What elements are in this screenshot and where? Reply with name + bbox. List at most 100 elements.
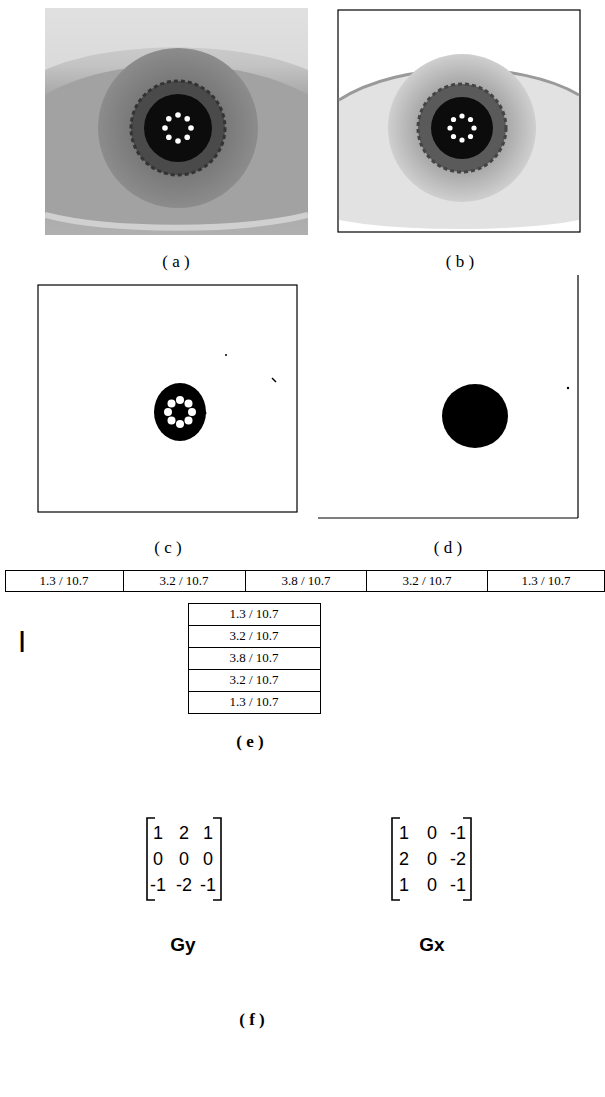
matrix-entry: 0 bbox=[203, 850, 213, 870]
dot bbox=[184, 116, 190, 122]
table-cell: 3.2 / 10.7 bbox=[229, 629, 278, 643]
matrix-entry: -1 bbox=[450, 876, 466, 896]
cell-divider bbox=[189, 647, 321, 648]
dot bbox=[175, 138, 181, 144]
dot bbox=[468, 134, 473, 139]
skin-ground bbox=[45, 8, 308, 235]
dot bbox=[459, 137, 464, 142]
eye-opening bbox=[339, 69, 579, 229]
panel-frame bbox=[338, 10, 580, 232]
cell-divider bbox=[245, 571, 246, 592]
eye-enhanced bbox=[338, 10, 580, 232]
table-cell: 3.2 / 10.7 bbox=[402, 574, 451, 588]
table-cell: 1.3 / 10.7 bbox=[229, 607, 278, 621]
speck bbox=[225, 354, 227, 356]
pupil bbox=[431, 97, 493, 159]
matrix-entry: 0 bbox=[427, 876, 437, 896]
matrix-entry: -2 bbox=[450, 850, 466, 870]
table-border bbox=[6, 571, 605, 592]
matrix-entry: 1 bbox=[399, 876, 409, 896]
row-table bbox=[6, 571, 605, 592]
lower-lid bbox=[45, 215, 308, 228]
dot bbox=[166, 134, 172, 140]
dot bbox=[164, 408, 172, 416]
panel-frame bbox=[38, 285, 297, 512]
cell-divider bbox=[487, 571, 488, 592]
table-cell: 1.3 / 10.7 bbox=[39, 574, 88, 588]
cell-divider bbox=[123, 571, 124, 592]
iris-collarette bbox=[131, 81, 225, 175]
dot bbox=[451, 134, 456, 139]
dot bbox=[185, 417, 193, 425]
dot bbox=[162, 125, 168, 131]
matrix-name: Gx bbox=[419, 935, 444, 956]
matrix-entry: 1 bbox=[153, 824, 163, 844]
matrix-entry: 0 bbox=[427, 850, 437, 870]
dot bbox=[468, 117, 473, 122]
panel-edge bbox=[577, 275, 578, 518]
matrix-entry: 1 bbox=[203, 824, 213, 844]
speck bbox=[567, 387, 569, 389]
light-dots bbox=[447, 113, 476, 142]
filled-pupil bbox=[318, 275, 578, 518]
dot bbox=[166, 116, 172, 122]
iris bbox=[388, 54, 536, 202]
dot bbox=[451, 117, 456, 122]
table-cell: 1.3 / 10.7 bbox=[229, 695, 278, 709]
matrix-entry: -1 bbox=[200, 876, 216, 896]
column-table bbox=[189, 604, 321, 714]
matrix-entry: 0 bbox=[179, 850, 189, 870]
binary-pupil bbox=[38, 285, 297, 512]
dot bbox=[188, 408, 196, 416]
eye-photo bbox=[45, 8, 308, 235]
table-cell: 3.8 / 10.7 bbox=[281, 574, 330, 588]
iris-collarette bbox=[418, 84, 506, 172]
panel-edge bbox=[318, 517, 578, 518]
panel-label: ( b ) bbox=[446, 253, 474, 272]
matrix-entry: 1 bbox=[399, 824, 409, 844]
pupil bbox=[144, 94, 212, 162]
matrix-entry: -1 bbox=[150, 876, 166, 896]
table-border bbox=[189, 604, 321, 714]
dot bbox=[176, 396, 184, 404]
bracket bbox=[392, 818, 400, 900]
table-cell: 3.2 / 10.7 bbox=[159, 574, 208, 588]
dot bbox=[447, 125, 452, 130]
panel-label: ( d ) bbox=[434, 539, 462, 558]
dot bbox=[185, 400, 193, 408]
panel-label: ( a ) bbox=[162, 253, 189, 272]
dot bbox=[176, 420, 184, 428]
cell-divider bbox=[366, 571, 367, 592]
matrix-entry: 0 bbox=[427, 824, 437, 844]
stray-mark: | bbox=[19, 628, 25, 652]
cell-divider bbox=[189, 669, 321, 670]
cell-divider bbox=[189, 691, 321, 692]
matrix-entry: -1 bbox=[450, 824, 466, 844]
matrix-name: Gy bbox=[170, 935, 195, 956]
table-cell: 3.8 / 10.7 bbox=[229, 651, 278, 665]
table-cell: 1.3 / 10.7 bbox=[521, 574, 570, 588]
light-dots bbox=[162, 112, 194, 144]
dot bbox=[168, 400, 176, 408]
panel-label: ( f ) bbox=[239, 1011, 264, 1030]
speck bbox=[204, 412, 207, 415]
dot bbox=[459, 113, 464, 118]
matrix-entry: 2 bbox=[179, 824, 189, 844]
dot bbox=[175, 112, 181, 118]
pupil-blob bbox=[442, 384, 508, 448]
matrix-entry: -2 bbox=[176, 876, 192, 896]
dot bbox=[168, 417, 176, 425]
iris bbox=[98, 48, 258, 208]
cell-divider bbox=[189, 625, 321, 626]
pupil-blob bbox=[154, 383, 206, 441]
panel-label: ( c ) bbox=[154, 539, 181, 558]
dot bbox=[188, 125, 194, 131]
dot bbox=[471, 125, 476, 130]
table-cell: 3.2 / 10.7 bbox=[229, 673, 278, 687]
matrix-entry: 0 bbox=[153, 850, 163, 870]
light-dots bbox=[164, 396, 196, 428]
speck bbox=[272, 378, 276, 382]
dot bbox=[184, 134, 190, 140]
